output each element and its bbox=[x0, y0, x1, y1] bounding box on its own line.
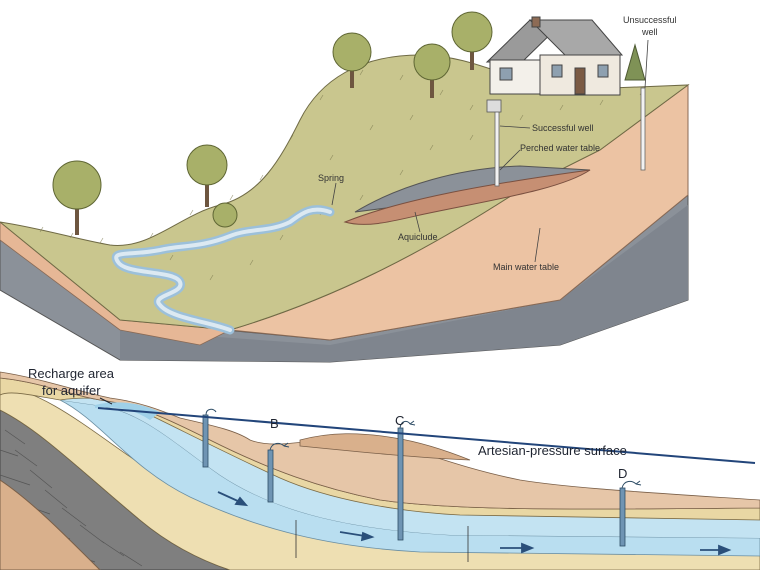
well-b bbox=[267, 449, 274, 503]
label-artesian-pressure-surface: Artesian-pressure surface bbox=[478, 443, 627, 458]
aquiclude-layer bbox=[343, 169, 591, 225]
well-c bbox=[397, 427, 404, 541]
artesian-pressure-line bbox=[97, 407, 756, 464]
grass-texture bbox=[39, 69, 644, 281]
label-perched-water-table: Perched water table bbox=[520, 143, 600, 153]
fault-marks bbox=[295, 520, 469, 562]
flow-arrows bbox=[217, 491, 732, 556]
land-surface bbox=[0, 371, 760, 510]
successful-well-pipe bbox=[494, 107, 500, 187]
label-successful-well: Successful well bbox=[532, 123, 594, 133]
label-well-c: C bbox=[395, 413, 404, 428]
trees bbox=[52, 11, 646, 235]
label-well-b: B bbox=[270, 416, 279, 431]
house-illustration bbox=[485, 16, 624, 96]
label-recharge-area: Recharge area bbox=[28, 366, 115, 381]
label-main-water-table: Main water table bbox=[493, 262, 559, 272]
well-a bbox=[202, 414, 209, 468]
unsuccessful-well-pipe bbox=[640, 87, 646, 171]
label-aquiclude: Aquiclude bbox=[398, 232, 438, 242]
recharge-leader bbox=[99, 397, 113, 405]
leader-lines bbox=[331, 39, 649, 263]
well-spouts bbox=[205, 408, 642, 489]
label-recharge-area-2: for aquifer bbox=[42, 383, 101, 398]
label-unsuccessful-well: Unsuccessful bbox=[623, 15, 677, 25]
well-d bbox=[619, 487, 626, 547]
label-well-d: D bbox=[618, 466, 627, 481]
groundwater-front bbox=[120, 205, 688, 362]
artesian-cross-section: Recharge area for aquifer Artesian-press… bbox=[0, 366, 760, 570]
top-block-diagram: Unsuccessful well Successful well Perche… bbox=[0, 11, 690, 363]
label-unsuccessful-well-2: well bbox=[641, 27, 658, 37]
label-spring: Spring bbox=[318, 173, 344, 183]
hillside-surface bbox=[0, 54, 690, 331]
